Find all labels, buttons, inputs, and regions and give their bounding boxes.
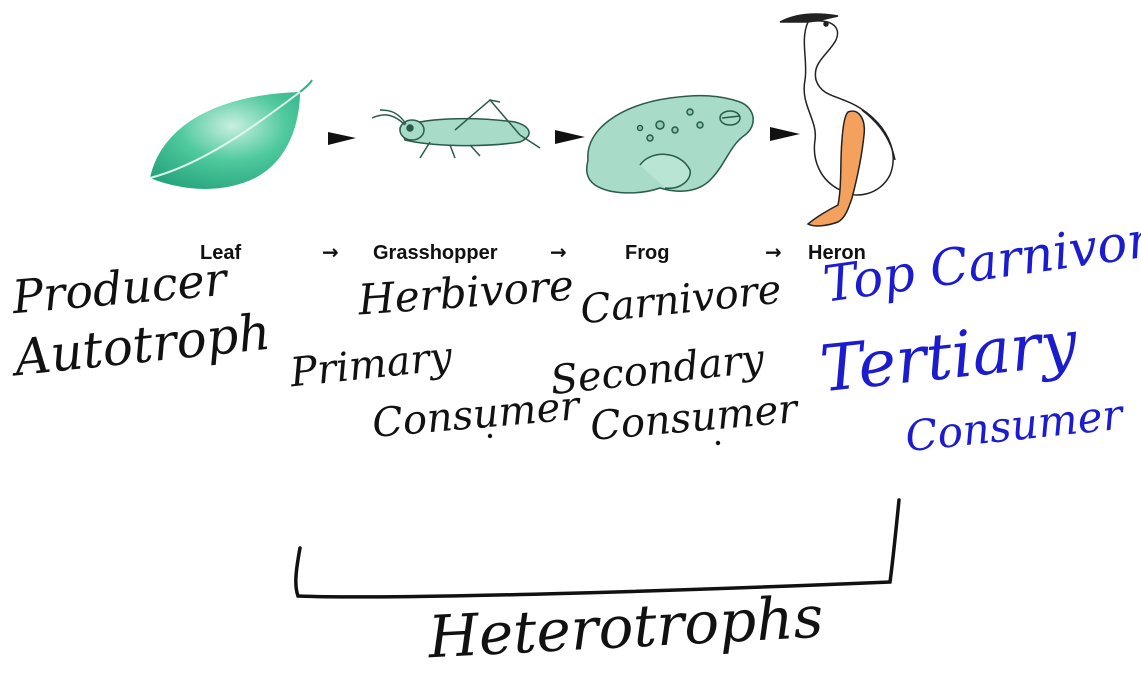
grasshopper-icon	[372, 100, 540, 158]
arrowhead-icon	[328, 132, 356, 145]
arrowhead-icon	[770, 127, 800, 141]
frog-icon	[587, 96, 754, 193]
leaf-icon	[150, 80, 312, 189]
arrow-3: →	[765, 240, 782, 264]
arrowhead-icon	[555, 130, 585, 144]
label-frog: Frog	[625, 242, 669, 265]
label-grasshopper: Grasshopper	[373, 242, 497, 265]
arrow-1: →	[322, 240, 339, 264]
heron-icon	[780, 14, 895, 226]
